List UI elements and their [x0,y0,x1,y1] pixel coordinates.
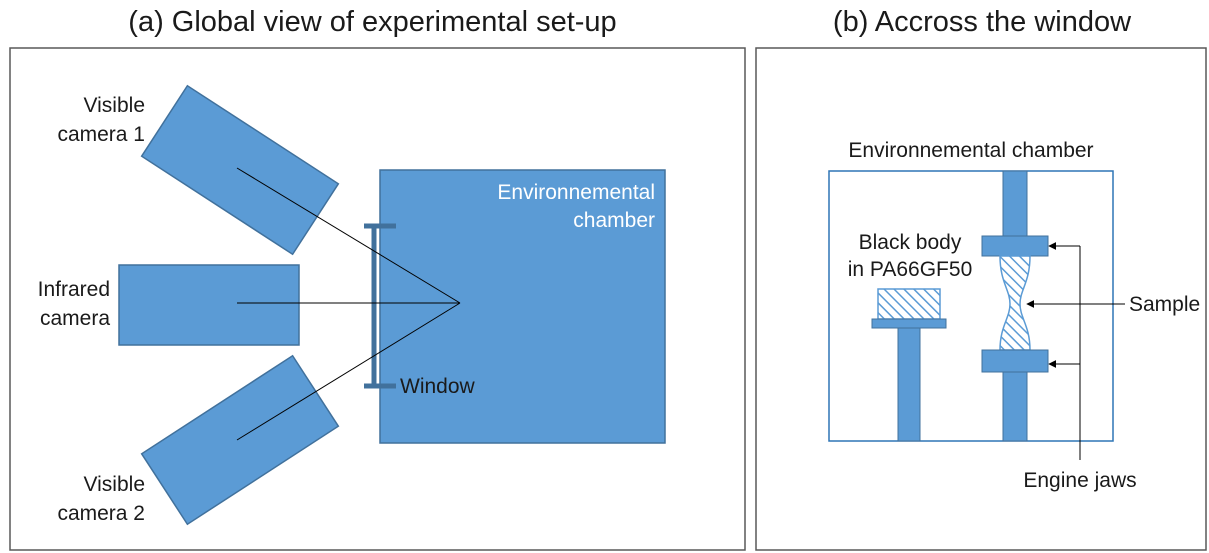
panel-b-title: (b) Accross the window [832,6,1132,38]
chamber-a-label-line1: Environnemental [497,181,655,204]
visible-camera-2-label-line2: camera 2 [57,502,145,525]
environmental-chamber-b [828,170,1114,442]
window-label: Window [400,375,476,398]
lower-rod [1002,371,1028,442]
sight-line-camera-2 [236,302,461,441]
black-body-label-line2: in PA66GF50 [848,258,973,281]
visible-camera-2-label-line1: Visible [84,473,145,496]
black-body-label-line1: Black body [859,231,962,254]
chamber-a-label-line2: chamber [573,209,655,232]
sample-label: Sample [1129,293,1200,316]
visible-camera-1-label-line2: camera 1 [57,123,145,146]
infrared-camera-label-line2: camera [40,307,110,330]
black-body-stand [897,327,921,442]
window-bar [364,223,396,389]
engine-jaws-label: Engine jaws [1023,469,1136,492]
sight-line-camera-1 [236,167,461,304]
black-body-plate [871,318,947,329]
infrared-camera-label-line1: Infrared [38,278,110,301]
infrared-camera [118,264,300,346]
visible-camera-2 [140,354,340,526]
black-body-hatched [877,288,941,320]
panel-a-title: (a) Global view of experimental set-up [128,6,617,38]
lower-jaw [981,349,1049,373]
panel-a-frame [9,47,746,551]
environmental-chamber-a [379,169,666,444]
chamber-b-label: Environnemental chamber [848,139,1093,162]
visible-camera-1-label-line1: Visible [84,94,145,117]
upper-rod [1002,170,1028,237]
panel-b-frame [755,47,1207,551]
upper-jaw [981,235,1049,257]
